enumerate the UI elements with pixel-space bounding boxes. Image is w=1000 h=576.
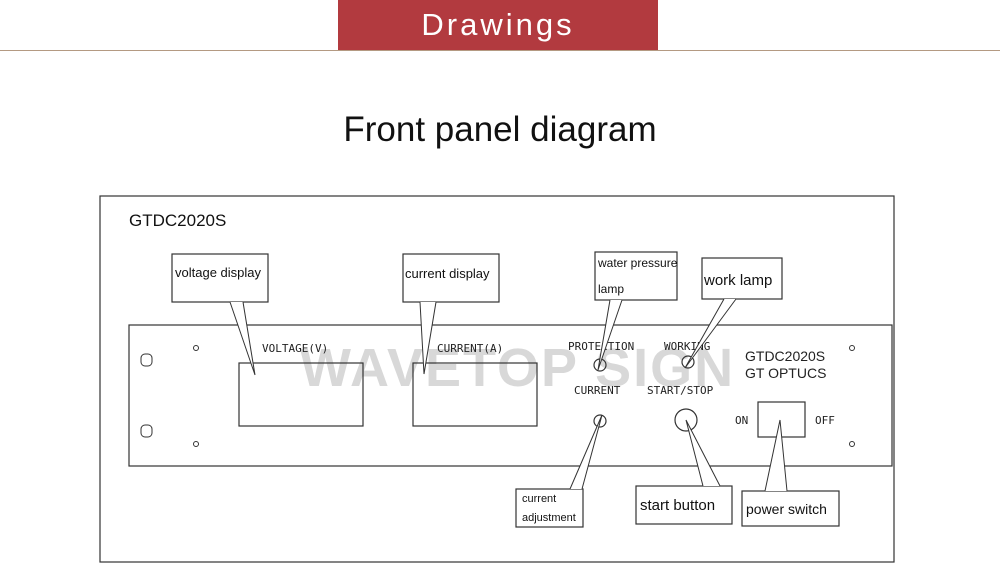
callout-voltage-pointer	[229, 301, 256, 376]
callout-current-adjustment-text-2: adjustment	[522, 512, 576, 524]
watermark: WAVETOP SIGN	[300, 338, 735, 398]
callout-power-switch-text: power switch	[746, 501, 827, 517]
current-label: CURRENT(A)	[437, 342, 503, 355]
front-panel	[128, 324, 893, 467]
callout-work-lamp-text: work lamp	[703, 272, 772, 289]
rack-slot-top	[140, 353, 153, 367]
working-lamp	[681, 355, 695, 369]
voltage-display	[238, 362, 364, 427]
callout-start-button-pointer	[685, 419, 721, 487]
callout-water-pressure-pointer	[597, 299, 623, 371]
current-knob	[593, 414, 607, 428]
callout-water-pressure-text-2: lamp	[598, 282, 624, 296]
page-title: Front panel diagram	[343, 110, 657, 149]
screw-top-right	[849, 345, 855, 351]
voltage-label: VOLTAGE(V)	[262, 342, 328, 355]
callout-water-pressure	[594, 251, 678, 301]
screw-top-left	[193, 345, 199, 351]
on-label: ON	[735, 414, 748, 427]
callout-water-pressure-text-1: water pressure	[597, 256, 678, 270]
header-rule	[0, 50, 1000, 51]
callout-start-button	[635, 485, 733, 525]
diagram-frame	[99, 195, 895, 563]
callout-current-display-text: current display	[405, 266, 490, 281]
drawings-banner: Drawings	[338, 0, 658, 50]
screw-bottom-right	[849, 441, 855, 447]
callout-work-lamp-pointer	[684, 298, 737, 369]
rack-slot-bottom	[140, 424, 153, 438]
callout-work-lamp	[701, 257, 783, 300]
off-label: OFF	[815, 414, 835, 427]
screw-bottom-left	[193, 441, 199, 447]
callout-voltage-display-text: voltage display	[175, 265, 261, 280]
protection-label: PROTECTION	[568, 340, 634, 353]
callout-current-adjustment-pointer	[569, 414, 603, 490]
current-knob-label: CURRENT	[574, 384, 621, 397]
callout-current-display	[402, 253, 500, 303]
current-display	[412, 362, 538, 427]
callout-current-adjustment-text-1: current	[522, 493, 556, 505]
frame-model-label: GTDC2020S	[129, 211, 226, 230]
panel-model-line1: GTDC2020S	[745, 348, 825, 364]
callout-start-button-text: start button	[640, 497, 715, 514]
start-stop-button	[674, 408, 698, 432]
panel-model-line2: GT OPTUCS	[745, 365, 826, 381]
callout-current-adjustment	[515, 488, 584, 528]
callout-current-pointer	[419, 301, 437, 375]
start-stop-label: START/STOP	[647, 384, 714, 397]
callout-power-switch-pointer	[764, 419, 788, 492]
callout-power-switch	[741, 490, 840, 527]
callout-voltage-display	[171, 253, 269, 303]
